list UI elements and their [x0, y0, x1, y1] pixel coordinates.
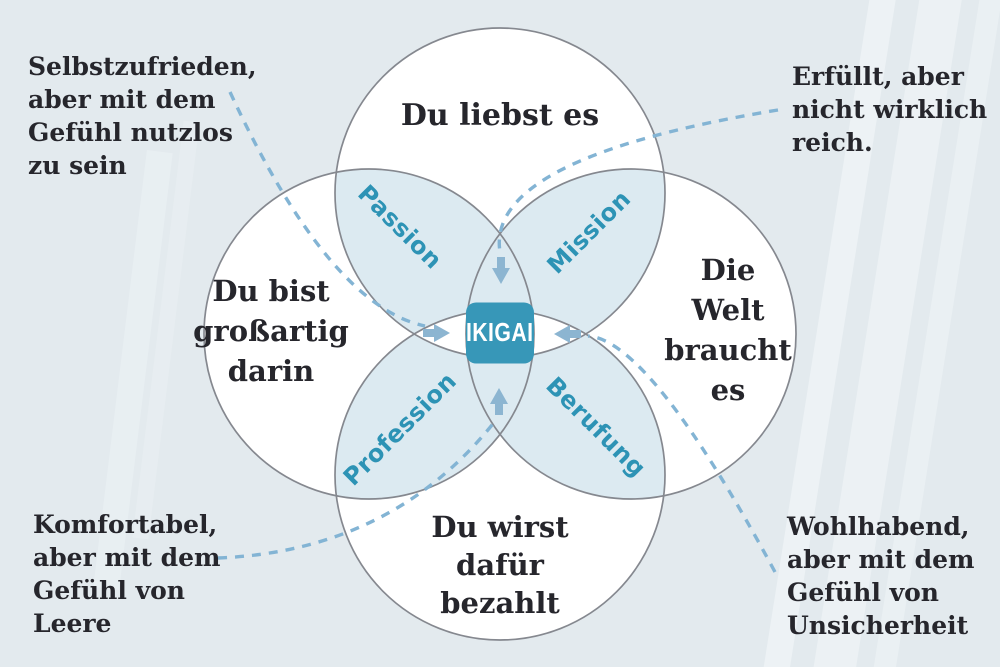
- connector-bottom-left: [217, 418, 498, 560]
- ikigai-center-box: IKIGAI: [466, 302, 534, 364]
- annotation-bottom-left: Komfortabel, aber mit dem Gefühl von Lee…: [33, 510, 221, 638]
- circle-label-du-bist-grossartig-darin: Du bist großartig darin: [193, 274, 349, 388]
- connector-arrows: [423, 257, 581, 415]
- circle-label-du-wirst-dafuer-bezahlt: Du wirst dafür bezahlt: [431, 510, 569, 620]
- annotation-top-right: Erfüllt, aber nicht wirklich reich.: [792, 62, 988, 157]
- arrow-down-icon: [492, 257, 510, 284]
- background-watermark: [93, 0, 1000, 667]
- connector-top-right: [497, 108, 779, 253]
- arrow-left-icon: [554, 325, 581, 343]
- circle-label-du-liebst-es: Du liebst es: [400, 98, 600, 133]
- connector-top-left: [228, 91, 426, 328]
- arrow-right-icon: [423, 324, 450, 342]
- dashed-connectors: [217, 91, 779, 573]
- annotation-top-left: Selbstzufrieden, aber mit dem Gefühl nut…: [28, 52, 257, 180]
- circle-label-die-welt-braucht-es: Die Welt braucht es: [664, 253, 792, 407]
- annotation-bottom-right: Wohlhabend, aber mit dem Gefühl von Unsi…: [787, 512, 975, 640]
- connector-bottom-right: [587, 334, 777, 573]
- ikigai-center-label: IKIGAI: [466, 317, 534, 348]
- arrow-up-icon: [490, 388, 508, 415]
